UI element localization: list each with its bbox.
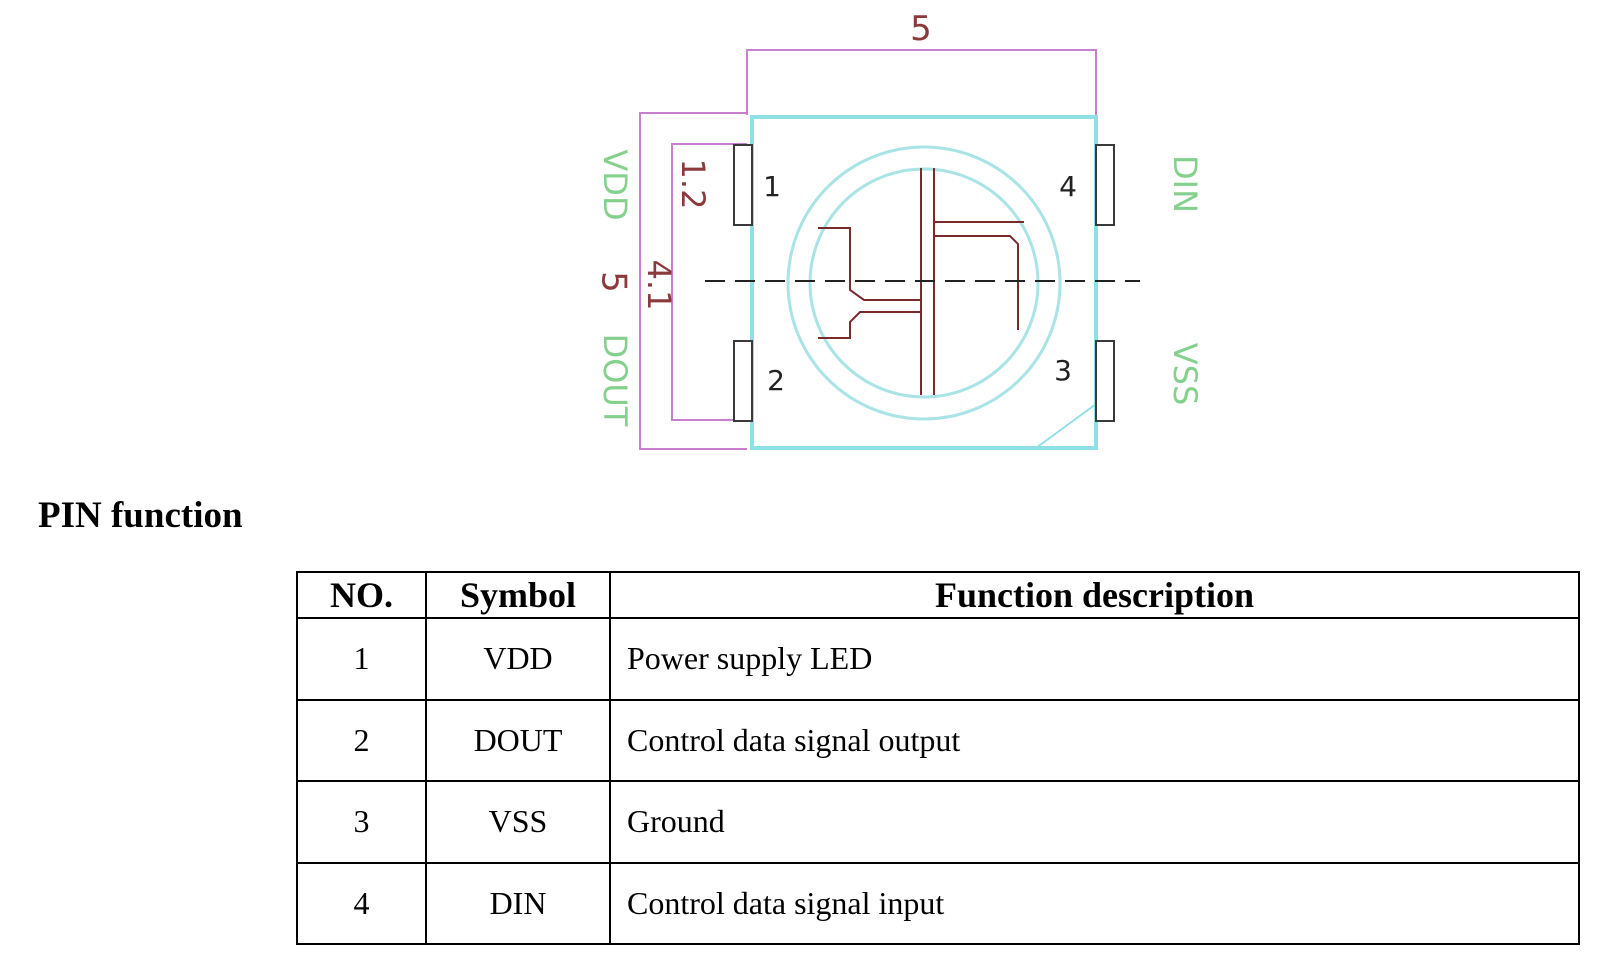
pin-1-number: 1 — [763, 170, 781, 203]
section-title: PIN function — [38, 495, 243, 536]
led-package-diagram: 5 5 4.1 1.2 1 2 3 4 VDD DOUT DIN VSS — [594, 9, 1204, 450]
package-body — [750, 115, 1098, 450]
cell-symbol: VDD — [425, 617, 611, 701]
cell-no: 3 — [296, 780, 427, 864]
table-row: 2 DOUT Control data signal output — [296, 698, 1580, 782]
pin-vss-label: VSS — [1166, 343, 1204, 406]
dim-pad-length-label: 1.2 — [674, 159, 712, 210]
pad-1 — [733, 144, 753, 226]
orientation-chamfer — [1035, 403, 1097, 449]
pads — [733, 144, 1115, 422]
pin-3-number: 3 — [1054, 354, 1072, 387]
table-row: 3 VSS Ground — [296, 780, 1580, 864]
cell-description: Ground — [609, 780, 1580, 864]
pad-3 — [1095, 340, 1115, 422]
cell-symbol: DOUT — [425, 698, 611, 782]
pin-4-number: 4 — [1059, 170, 1077, 203]
dim-height-label: 5 — [594, 271, 634, 293]
cell-description: Control data signal output — [609, 698, 1580, 782]
cell-no: 4 — [296, 861, 427, 945]
header-no: NO. — [296, 571, 427, 619]
dim-pad-span-label: 4.1 — [640, 260, 678, 311]
header-symbol: Symbol — [425, 571, 611, 619]
lens-outer-ring — [786, 145, 1062, 421]
dimension-lines — [639, 49, 1097, 450]
cell-no: 1 — [296, 617, 427, 701]
pin-din-label: DIN — [1166, 155, 1204, 213]
lens-inner-ring — [808, 167, 1040, 399]
table-row: 4 DIN Control data signal input — [296, 861, 1580, 945]
pin-dout-label: DOUT — [596, 334, 634, 427]
pad-4 — [1095, 144, 1115, 226]
dim-width-label: 5 — [910, 9, 932, 49]
pin-vdd-label: VDD — [596, 149, 634, 220]
cell-description: Power supply LED — [609, 617, 1580, 701]
table-header-row: NO. Symbol Function description — [296, 571, 1580, 619]
pin-function-table: NO. Symbol Function description 1 VDD Po… — [296, 571, 1580, 945]
cell-no: 2 — [296, 698, 427, 782]
cell-symbol: VSS — [425, 780, 611, 864]
table-row: 1 VDD Power supply LED — [296, 617, 1580, 701]
pad-2 — [733, 340, 753, 422]
pin-2-number: 2 — [767, 364, 785, 397]
header-description: Function description — [609, 571, 1580, 619]
cell-description: Control data signal input — [609, 861, 1580, 945]
cell-symbol: DIN — [425, 861, 611, 945]
